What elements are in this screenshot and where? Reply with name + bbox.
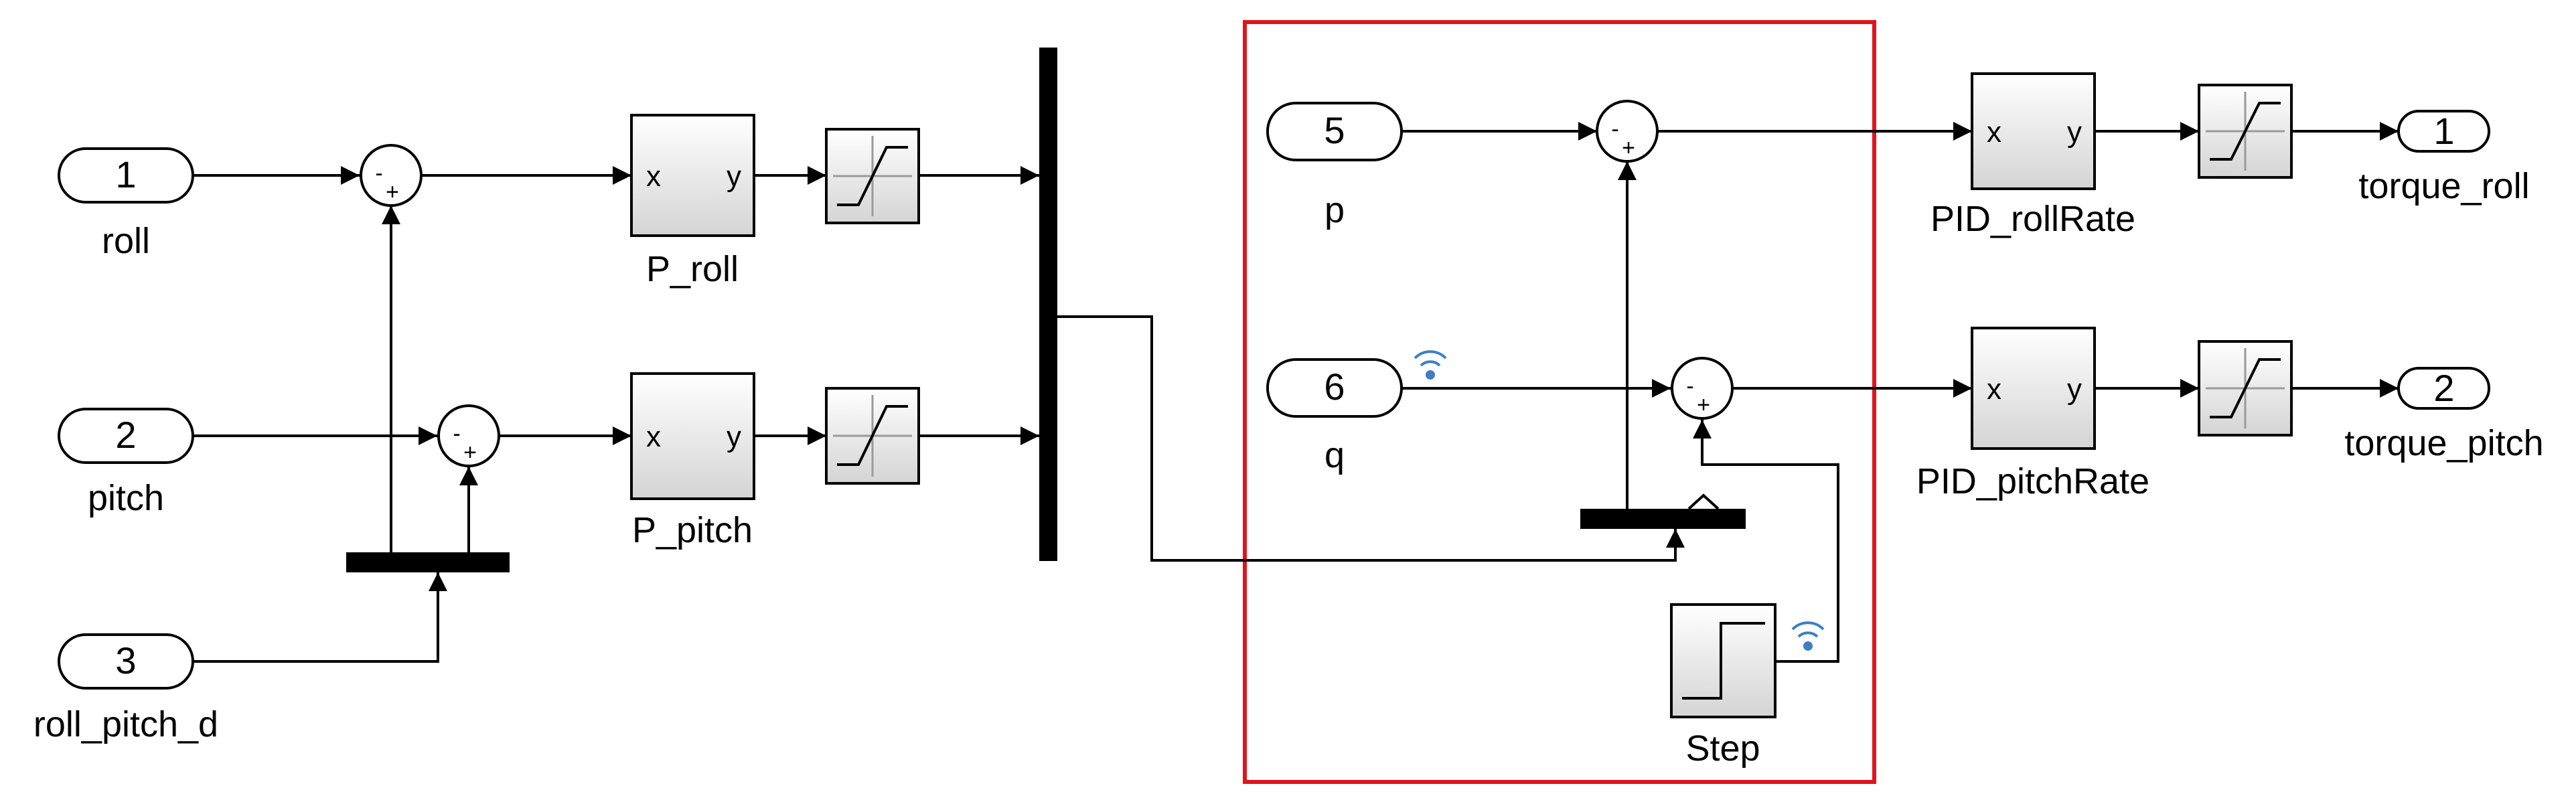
svg-text:y: y [727, 160, 741, 193]
svg-text:5: 5 [1324, 109, 1345, 151]
pid-rollrate-block[interactable]: x y [1971, 72, 2096, 190]
mux-bar[interactable] [1039, 48, 1057, 561]
svg-text:+: + [1622, 135, 1635, 161]
pid-pitchrate-block[interactable]: x y [1971, 327, 2096, 450]
svg-text:y: y [727, 420, 741, 453]
p-roll-block[interactable]: x y [630, 114, 755, 237]
svg-text:6: 6 [1324, 366, 1345, 408]
svg-text:y: y [2067, 373, 2082, 406]
outport-torque-pitch-label: torque_pitch [2344, 423, 2543, 463]
svg-text:x: x [1987, 116, 2001, 149]
svg-text:-: - [1686, 374, 1693, 399]
svg-text:-: - [1611, 116, 1618, 142]
outport-torque-roll[interactable]: 1 [2397, 110, 2490, 153]
pid-rollrate-label: PID_rollRate [1930, 199, 2135, 239]
sum-p[interactable]: - + [1596, 100, 1659, 163]
inport-roll-pitch-d-label: roll_pitch_d [33, 704, 218, 744]
step-label: Step [1685, 728, 1760, 769]
sum-roll[interactable]: - + [360, 144, 423, 207]
svg-text:3: 3 [115, 639, 136, 682]
inport-roll[interactable]: 1 [58, 147, 194, 204]
sum-pitch[interactable]: - + [437, 404, 500, 467]
saturation-out-roll[interactable] [2198, 84, 2293, 179]
saturation-roll[interactable] [825, 128, 920, 224]
svg-text:2: 2 [115, 414, 136, 456]
wire-d-to-demux [193, 572, 447, 663]
svg-text:x: x [646, 420, 661, 453]
saturation-out-pitch[interactable] [2198, 340, 2293, 436]
outport-torque-roll-label: torque_roll [2358, 166, 2529, 206]
svg-text:-: - [375, 161, 382, 186]
svg-text:y: y [2067, 116, 2082, 149]
inport-pitch[interactable]: 2 [58, 408, 194, 464]
inport-p[interactable]: 5 [1266, 102, 1403, 161]
inport-roll-pitch-d[interactable]: 3 [58, 633, 194, 690]
inport-q[interactable]: 6 [1266, 358, 1403, 418]
signal-logging-icon[interactable] [1414, 350, 1447, 380]
p-roll-label: P_roll [646, 249, 739, 289]
step-signal-logging-icon[interactable] [1791, 621, 1825, 651]
step-block[interactable] [1670, 603, 1776, 718]
pid-pitchrate-label: PID_pitchRate [1916, 461, 2149, 501]
demux-right-hat [1687, 493, 1720, 510]
inport-pitch-label: pitch [88, 478, 164, 518]
inport-q-label: q [1324, 435, 1345, 475]
p-pitch-block[interactable]: x y [630, 372, 755, 500]
svg-text:x: x [646, 160, 661, 193]
wire-mux-to-demux-right [1057, 315, 1685, 562]
svg-text:2: 2 [2433, 367, 2454, 409]
demux-bar-left[interactable] [346, 552, 510, 572]
outport-torque-pitch[interactable]: 2 [2397, 367, 2490, 410]
inport-roll-label: roll [102, 221, 150, 261]
demux-bar-right[interactable] [1580, 509, 1746, 529]
svg-text:+: + [386, 179, 399, 205]
saturation-pitch[interactable] [825, 387, 920, 485]
inport-p-label: p [1324, 190, 1345, 230]
svg-text:+: + [1697, 392, 1710, 418]
svg-text:1: 1 [2433, 110, 2454, 152]
sum-q[interactable]: - + [1671, 357, 1734, 420]
wire-step-to-sum-q [1693, 420, 1839, 663]
svg-text:x: x [1987, 373, 2001, 406]
svg-text:-: - [453, 421, 460, 447]
svg-text:+: + [463, 440, 477, 465]
svg-text:1: 1 [115, 153, 136, 195]
p-pitch-label: P_pitch [632, 510, 753, 550]
highlight-box [1243, 20, 1876, 784]
